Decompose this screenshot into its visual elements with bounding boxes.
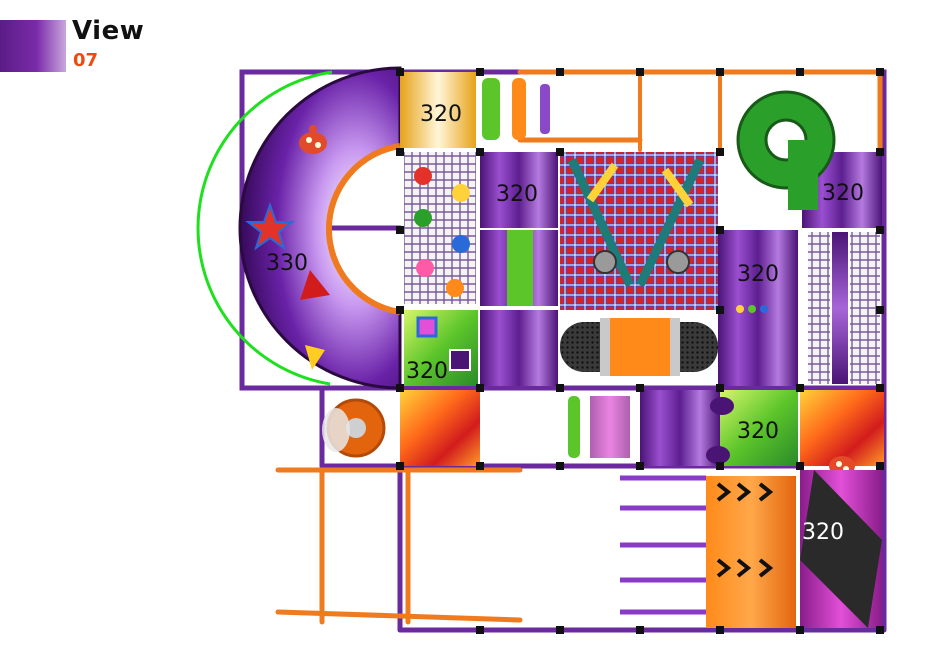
zone-label: 320 — [737, 262, 779, 287]
zone-label: 320 — [737, 419, 779, 444]
view-title: View — [72, 16, 145, 46]
middle-deck — [404, 305, 798, 386]
zone-label: 320 — [406, 359, 448, 384]
lower-deck — [322, 390, 884, 476]
wave-slide — [620, 475, 796, 628]
spinner-icon — [322, 398, 386, 458]
view-color-swatch — [0, 20, 66, 72]
zone-label: 330 — [266, 251, 308, 276]
upper-deck — [400, 72, 882, 384]
zone-label: 320 — [822, 181, 864, 206]
triangle-icon — [300, 270, 330, 300]
turtle-icon — [299, 125, 327, 154]
zone-label: 320 — [802, 520, 844, 545]
tube-slide — [736, 90, 836, 210]
triangle-icon — [305, 345, 325, 370]
side-slide — [800, 470, 882, 628]
zone-label: 320 — [420, 102, 462, 127]
star-icon — [245, 201, 295, 251]
crawl-tunnel — [560, 318, 718, 376]
frame-clamps — [396, 68, 884, 634]
zone-label: 320 — [496, 182, 538, 207]
zone-labels: 320 320 320 330 320 320 320 320 — [266, 102, 864, 545]
view-number: 07 — [73, 50, 99, 71]
spiral-slide — [196, 66, 402, 390]
